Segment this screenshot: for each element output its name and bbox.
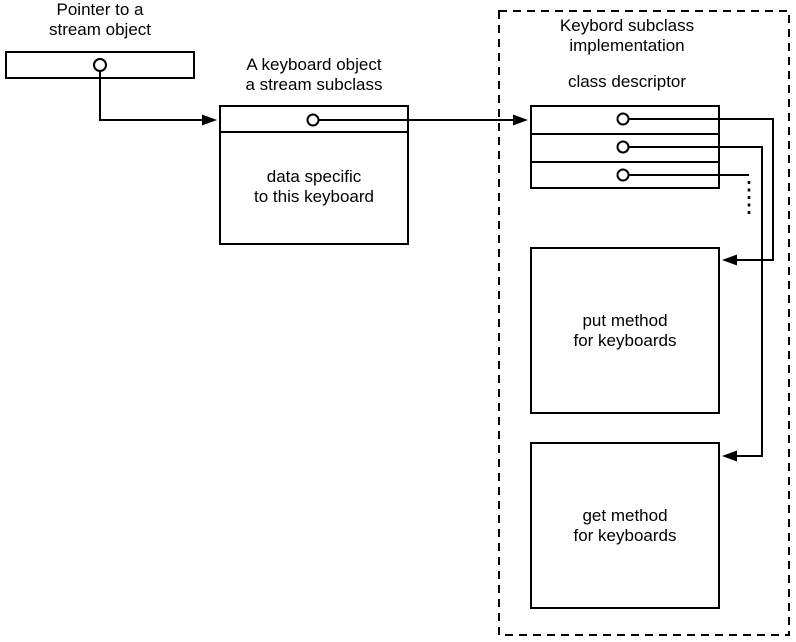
put-method-label-line2: for keyboards: [573, 330, 677, 350]
implementation-title-line1: Keybord subclass: [559, 16, 695, 35]
keyboard-object-data-area: data specific to this keyboard: [221, 133, 407, 241]
class-descriptor-slot-3: [532, 163, 718, 187]
class-descriptor-slot-2: [532, 135, 718, 163]
get-method-box: get method for keyboards: [530, 442, 720, 609]
implementation-title: Keybord subclass implementation: [527, 16, 727, 56]
arrowhead-into-class-descriptor: [513, 114, 528, 126]
keyboard-object-label-line1: A keyboard object: [246, 55, 382, 74]
pointer-box-label: Pointer to a stream object: [10, 0, 190, 40]
put-method-box: put method for keyboards: [530, 247, 720, 414]
pointer-box-label-line1: Pointer to a: [56, 0, 144, 19]
arrowhead-into-keyboard-box: [202, 114, 217, 126]
class-descriptor-slot-1: [532, 107, 718, 135]
pointer-box: [5, 51, 195, 79]
arrowhead-into-put-method: [722, 254, 737, 266]
get-method-label-line1: get method: [582, 505, 668, 525]
arrowhead-into-get-method: [722, 450, 737, 462]
keyboard-object-data-line2: to this keyboard: [253, 187, 374, 206]
keyboard-object-data-line1: data specific: [266, 167, 362, 186]
class-descriptor-box: [530, 105, 720, 189]
keyboard-object-label: A keyboard object a stream subclass: [214, 55, 414, 95]
pointer-box-label-line2: stream object: [48, 20, 152, 39]
put-method-label-line1: put method: [582, 310, 668, 330]
implementation-title-line2: implementation: [569, 36, 685, 55]
get-method-label-line2: for keyboards: [573, 525, 677, 545]
class-descriptor-label: class descriptor: [567, 72, 687, 91]
keyboard-object-vtable-slot: [221, 107, 407, 133]
keyboard-object-box: data specific to this keyboard: [219, 105, 409, 245]
keyboard-object-label-line2: a stream subclass: [245, 75, 383, 94]
